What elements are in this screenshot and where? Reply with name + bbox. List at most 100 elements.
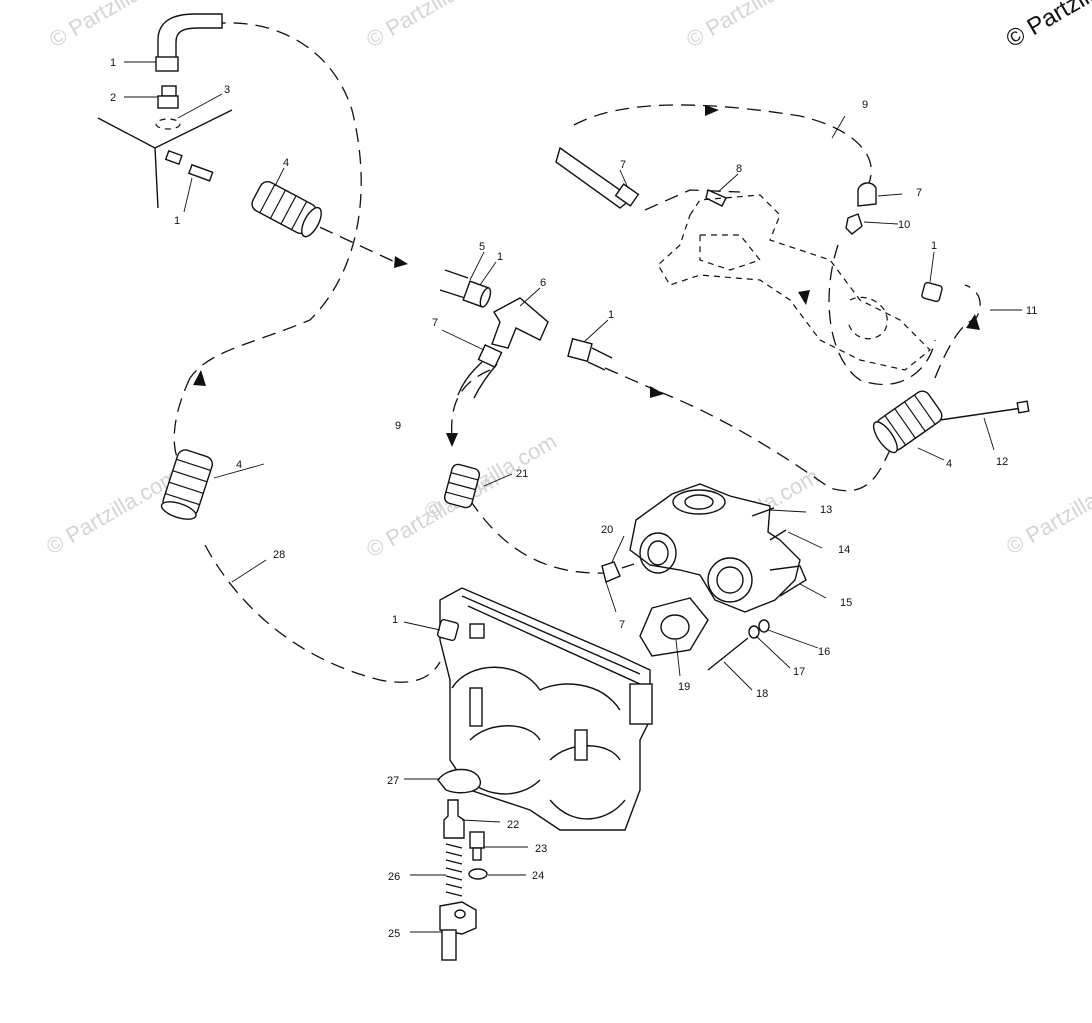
elbow-fitting [601,561,621,583]
routing-line [659,391,891,492]
washer [748,625,760,639]
callout-number: 4 [236,459,242,471]
manifold-port [716,566,744,594]
valve-stem [441,929,457,961]
check-valve-fitting [845,213,863,235]
hose-end-fitting [614,183,640,207]
callout-number: 7 [619,619,625,631]
callout-number: 13 [820,504,832,516]
callout-number: 4 [946,458,952,470]
vent-fitting-nut [157,95,179,109]
callout-number: 28 [273,549,285,561]
tank-edge [154,147,159,209]
washer [468,868,488,880]
exhaust-manifold [601,483,807,671]
manifold-outlet [769,565,807,597]
callout-number: 1 [110,57,116,69]
hose-clamp [477,344,503,368]
callout-number: 1 [392,614,398,626]
callout-number: 5 [479,241,485,253]
routing-line [204,544,441,683]
routing-line [644,189,741,211]
hose-routing-lines [173,22,981,683]
cylinder-stud [574,729,588,761]
callout-number: 1 [174,215,180,227]
gasket-hole [660,614,690,640]
watermark-text: © Partzilla.com [1002,464,1092,560]
callout-number: 21 [516,468,528,480]
tee-fitting [491,297,549,349]
routing-line [828,244,936,386]
routing-line [934,284,981,379]
callout-number: 16 [818,646,830,658]
callout-number: 1 [608,309,614,321]
routing-line [450,369,491,441]
arrowhead [705,105,719,116]
callout-number: 14 [838,544,850,556]
manifold-port [684,494,714,510]
callout-number: 23 [535,843,547,855]
arrowhead [193,370,206,386]
tee-fitting-assembly [439,269,613,399]
callout-number: 1 [931,240,937,252]
callout-number: 7 [620,159,626,171]
long-bolt [707,637,749,671]
callout-number: 4 [283,157,289,169]
water-fitting [469,623,485,639]
manifold-ghost [847,296,888,340]
callout-number: 9 [395,420,401,432]
screw-shank [472,847,482,861]
callout-number: 7 [432,317,438,329]
o-ring-gasket [437,768,481,794]
spring [445,843,463,897]
manifold-ghost [657,194,931,371]
manifold-port [647,540,669,566]
cylinder-fin [469,725,621,761]
rubber-bellows [251,180,322,238]
routing-line [299,217,396,263]
watermark-text: © Partzilla.com [362,0,503,52]
bolt [751,507,775,517]
gasket [639,597,709,657]
tank-corner-assembly [97,13,322,238]
exhaust-manifold-outline [555,146,943,371]
arrowhead [446,433,458,447]
vent-fitting [161,85,177,97]
hose-stub [473,363,498,399]
vent-hose [555,146,632,209]
callout-labels: 1 2 3 1 4 5 1 6 7 1 9 7 8 9 7 10 1 11 4 … [110,57,1037,940]
manifold-port [707,557,753,603]
callout-number: 25 [388,928,400,940]
callout-number: 1 [497,251,503,263]
hose-clamp [436,618,460,642]
tank-nipple [187,163,214,182]
hose-clamp [921,281,943,303]
callout-number: 11 [1026,305,1037,317]
hose-stub [444,269,469,279]
rubber-bellows [872,390,943,454]
watermark-text: © Partzilla.com [42,464,183,560]
callout-number: 3 [224,84,230,96]
routing-line [189,22,362,379]
cable-tie [939,400,1030,421]
callout-leaders [124,61,1022,933]
engine-cylinder-assembly [436,587,653,831]
arrowhead [966,314,980,330]
watermark-text: © Partzilla.com [682,0,823,52]
bleed-valve-assembly [437,768,488,961]
callout-number: 8 [736,163,742,175]
callout-number: 19 [678,681,690,693]
callout-number: 7 [916,187,922,199]
callout-number: 12 [996,456,1008,468]
small-bellows [443,463,481,509]
valve-housing-port [454,909,466,919]
nipple-fitting [705,189,727,207]
sealing-washer [155,118,181,130]
callout-number: 20 [601,524,613,536]
callout-number: 22 [507,819,519,831]
manifold-port [639,532,677,574]
routing-line [573,104,872,186]
upper-vent-hose [157,13,223,59]
hose-stub [587,347,613,371]
